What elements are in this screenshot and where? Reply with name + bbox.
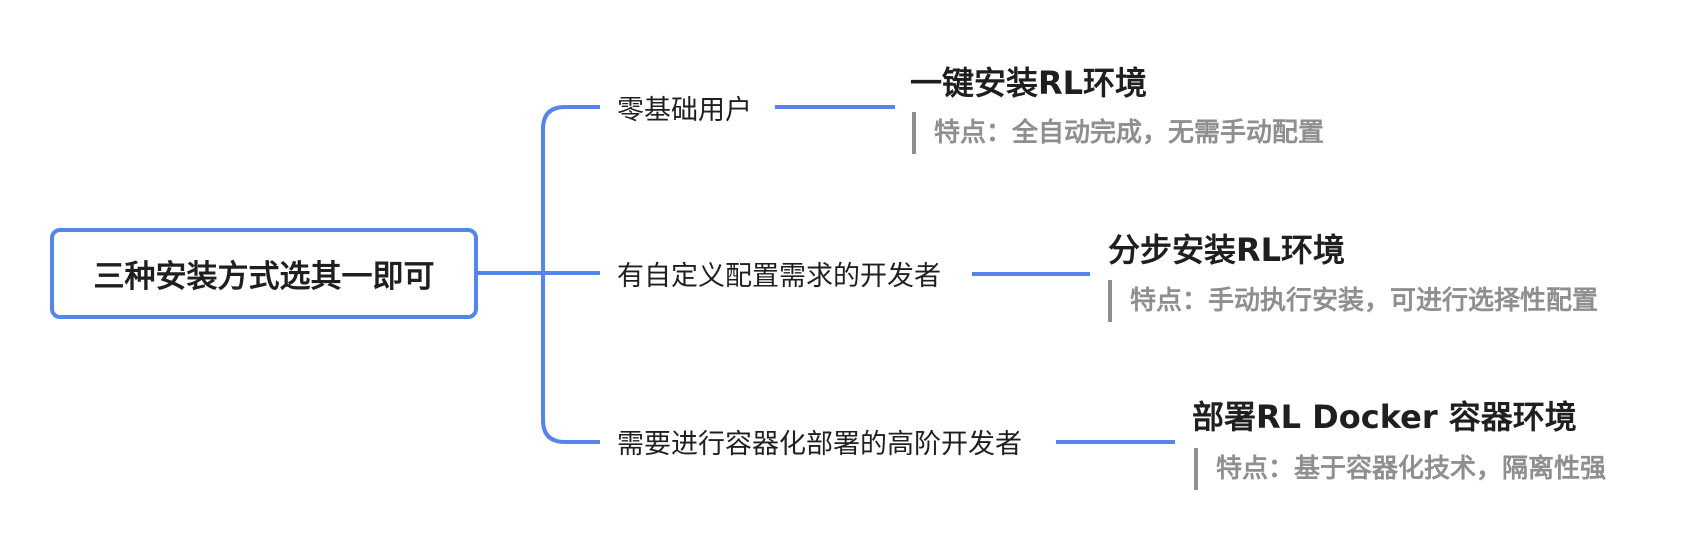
leaf-desc-text: 特点：基于容器化技术，隔离性强: [1216, 454, 1607, 484]
branch-label-beginner[interactable]: 零基础用户: [617, 95, 752, 126]
branch-label-containerized[interactable]: 需要进行容器化部署的高阶开发者: [617, 429, 1022, 460]
trunk-connector: [541, 105, 600, 444]
leaf-desc-one-click-install: 特点：全自动完成，无需手动配置: [912, 112, 1325, 154]
leaf-desc-docker-deploy: 特点：基于容器化技术，隔离性强: [1194, 448, 1607, 490]
desc-bar: [912, 112, 916, 154]
root-node[interactable]: 三种安装方式选其一即可: [50, 228, 478, 319]
root-label: 三种安装方式选其一即可: [93, 259, 435, 295]
leaf-title-step-install[interactable]: 分步安装RL环境: [1108, 231, 1346, 269]
leaf-desc-step-install: 特点：手动执行安装，可进行选择性配置: [1108, 280, 1599, 322]
leaf-desc-text: 特点：手动执行安装，可进行选择性配置: [1130, 286, 1599, 316]
desc-bar: [1108, 280, 1112, 322]
leaf-desc-text: 特点：全自动完成，无需手动配置: [934, 118, 1325, 148]
leaf-title-one-click-install[interactable]: 一键安装RL环境: [910, 64, 1148, 102]
leaf-title-docker-deploy[interactable]: 部署RL Docker 容器环境: [1192, 398, 1577, 436]
branch-label-custom-config[interactable]: 有自定义配置需求的开发者: [617, 261, 941, 292]
desc-bar: [1194, 448, 1198, 490]
